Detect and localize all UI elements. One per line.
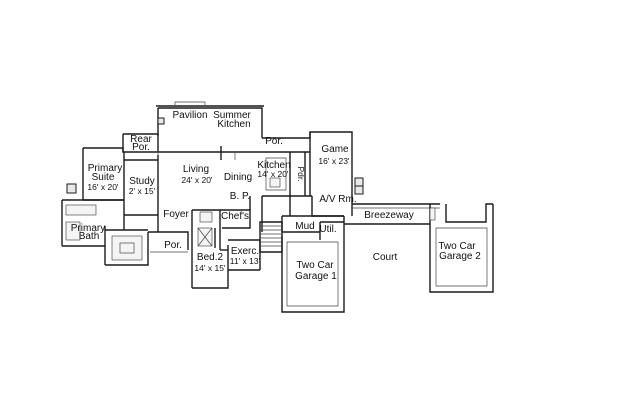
label-foyer: Foyer [163, 209, 189, 220]
label-kitchen: Kitchen [257, 160, 290, 171]
shower-icon [65, 221, 81, 241]
walls [61, 101, 494, 313]
label-breezeway: Breezeway [364, 210, 413, 221]
courtyard-icon [111, 235, 143, 261]
column-icon [66, 183, 77, 194]
label-pavilion: Pavilion [172, 110, 207, 121]
island-icon [269, 177, 281, 188]
label-util: Util. [319, 224, 336, 235]
label-por-top: Por. [265, 136, 283, 147]
label-exerc: Exerc. [231, 246, 259, 257]
label-bed2: Bed.2 [197, 252, 224, 263]
label-chefs: Chef's [221, 211, 249, 222]
column-icon [354, 185, 364, 195]
label-game: Game [321, 144, 349, 155]
column-icon [354, 177, 364, 187]
label-rear-por-2: Por. [132, 142, 150, 153]
label-bed2-dim: 14' x 15' [194, 263, 226, 273]
label-dining: Dining [224, 172, 252, 183]
label-primary-suite-1: Primary [88, 163, 122, 174]
label-study-dim: 2' x 15' [129, 186, 156, 196]
label-summer-kitchen-1: Summer [213, 110, 251, 121]
label-av-rm: A/V Rm. [319, 194, 356, 205]
label-garage1-2: Garage 1 [295, 271, 337, 282]
label-pdr: Pdr. [296, 166, 306, 181]
label-garage1-1: Two Car [296, 260, 334, 271]
label-living-dim: 24' x 20' [181, 175, 213, 185]
label-exerc-dim: 11' x 13' [230, 256, 261, 266]
label-primary-suite-dim: 16' x 20' [87, 182, 119, 192]
label-garage2-2: Garage 2 [439, 251, 481, 262]
label-kitchen-dim: 14' x 20' [257, 169, 289, 179]
room-labels: Pavilion Summer Kitchen Rear Por. Por. G… [71, 110, 482, 282]
label-study: Study [129, 176, 155, 187]
label-primary-bath-1: Primary [71, 223, 105, 234]
label-rear-por-1: Rear [130, 134, 152, 145]
fixtures [65, 117, 436, 261]
label-summer-kitchen-2: Kitchen [217, 119, 250, 130]
label-mud: Mud [295, 221, 314, 232]
label-bp: B. P. [230, 191, 250, 202]
cabinet-icon [199, 211, 213, 223]
label-living: Living [183, 164, 209, 175]
label-court: Court [373, 252, 398, 263]
label-primary-bath-2: Bath [79, 231, 100, 242]
tub-icon [65, 204, 97, 216]
label-game-dim: 16' x 23' [318, 156, 350, 166]
post-icon [429, 207, 436, 221]
label-primary-suite-2: Suite [92, 172, 115, 183]
column-icon [157, 117, 165, 125]
label-garage2-1: Two Car [438, 241, 476, 252]
label-por-front: Por. [164, 240, 182, 251]
